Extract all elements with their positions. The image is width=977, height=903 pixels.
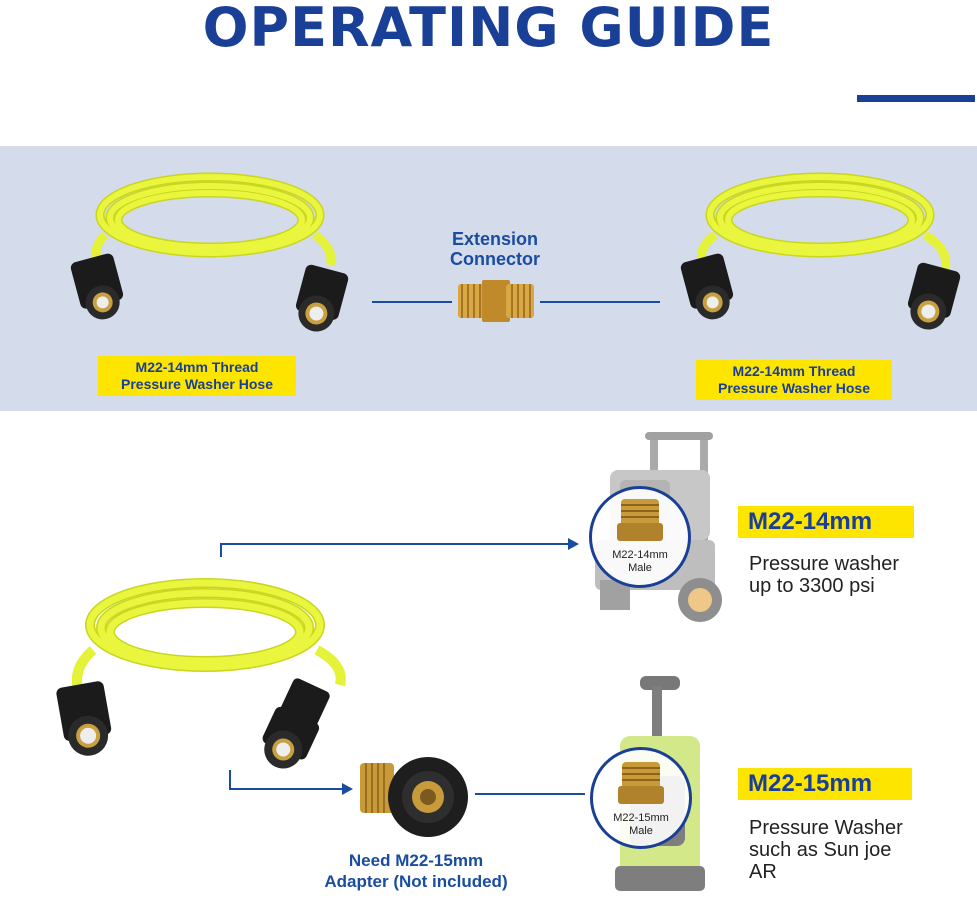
spec-14mm-desc-line2: up to 3300 psi: [749, 575, 875, 597]
flow-line-adapter-vertical: [229, 770, 231, 790]
hose-label-right-line1: M22-14mm Thread: [732, 363, 856, 379]
spec-15mm-desc-line3: AR: [749, 861, 777, 883]
arrow-14mm-icon: [568, 538, 579, 550]
extension-connector-label-line1: Extension: [451, 229, 539, 249]
adapter-note: Need M22-15mm Adapter (Not included): [296, 850, 536, 892]
hose-label-right-line2: Pressure Washer Hose: [718, 380, 870, 396]
title-accent-line: [857, 95, 975, 102]
adapter-line: [475, 793, 585, 795]
brass-connector-icon: [458, 280, 534, 322]
hose-coil-left: [70, 172, 349, 332]
flow-line-14mm: [220, 543, 570, 545]
hose-label-right: M22-14mm Thread Pressure Washer Hose: [696, 360, 892, 400]
page-title: OPERATING GUIDE: [202, 0, 775, 59]
spec-14mm-description: Pressure washer up to 3300 psi: [749, 553, 899, 597]
spec-15mm-badge: M22-15mm: [738, 768, 912, 800]
hose-label-left-line1: M22-14mm Thread: [135, 359, 259, 375]
adapter-note-line1: Need M22-15mm: [348, 851, 484, 870]
spec-14mm-badge: M22-14mm: [738, 506, 914, 538]
circle-15mm-line2: Male: [629, 825, 653, 837]
hose-label-left-line2: Pressure Washer Hose: [121, 376, 273, 392]
circle-14mm: M22-14mm Male: [589, 486, 691, 588]
connector-line-right: [540, 301, 660, 303]
hose-coil-right: [680, 172, 961, 330]
hose-coil-bottom: [56, 578, 346, 769]
male-fitting-14mm-icon: [617, 499, 663, 541]
adapter-note-line2: Adapter (Not included): [324, 872, 508, 891]
m22-15mm-adapter-icon: [360, 757, 468, 837]
hose-label-left: M22-14mm Thread Pressure Washer Hose: [98, 356, 296, 396]
circle-15mm: M22-15mm Male: [590, 747, 692, 849]
spec-15mm-desc-line1: Pressure Washer: [749, 817, 903, 839]
flow-line-14mm-vertical: [220, 543, 222, 557]
circle-15mm-line1: M22-15mm: [613, 812, 669, 824]
circle-14mm-line1: M22-14mm: [612, 549, 668, 561]
connector-line-left: [372, 301, 452, 303]
male-fitting-15mm-icon: [618, 762, 664, 804]
flow-line-adapter: [229, 788, 344, 790]
spec-14mm-desc-line1: Pressure washer: [749, 553, 900, 575]
arrow-adapter-icon: [342, 783, 353, 795]
extension-connector-label-line2: Connector: [450, 249, 540, 269]
circle-14mm-line2: Male: [628, 562, 652, 574]
extension-connector-label: Extension Connector: [440, 229, 550, 269]
spec-15mm-desc-line2: such as Sun joe: [749, 839, 892, 861]
spec-15mm-description: Pressure Washer such as Sun joe AR: [749, 817, 903, 883]
